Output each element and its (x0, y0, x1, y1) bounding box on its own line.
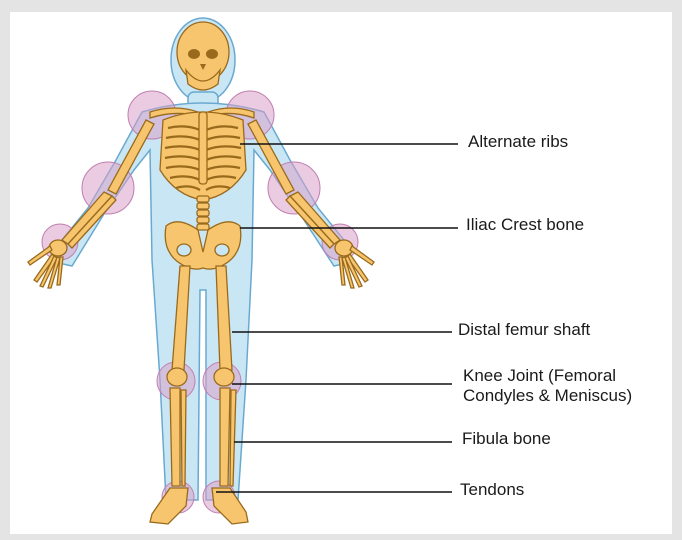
right-foot (212, 488, 248, 524)
label-fibula-bone: Fibula bone (462, 429, 551, 449)
right-patella (214, 368, 234, 386)
spine (197, 196, 209, 230)
label-knee-joint-line1: Knee Joint (Femoral (463, 366, 632, 386)
skull (177, 22, 229, 82)
left-hand (28, 240, 67, 288)
left-tibia (170, 388, 180, 486)
label-distal-femur-shaft: Distal femur shaft (458, 320, 590, 340)
label-knee-joint-line2: Condyles & Meniscus) (463, 386, 632, 406)
label-tendons: Tendons (460, 480, 524, 500)
right-tibia (220, 388, 230, 486)
label-iliac-crest-bone: Iliac Crest bone (466, 215, 584, 235)
sternum (199, 112, 207, 184)
left-fibula (181, 390, 186, 486)
left-foot (150, 488, 188, 524)
right-hand (335, 240, 374, 288)
left-patella (167, 368, 187, 386)
label-alternate-ribs: Alternate ribs (468, 132, 568, 152)
label-knee-joint: Knee Joint (Femoral Condyles & Meniscus) (463, 366, 632, 406)
